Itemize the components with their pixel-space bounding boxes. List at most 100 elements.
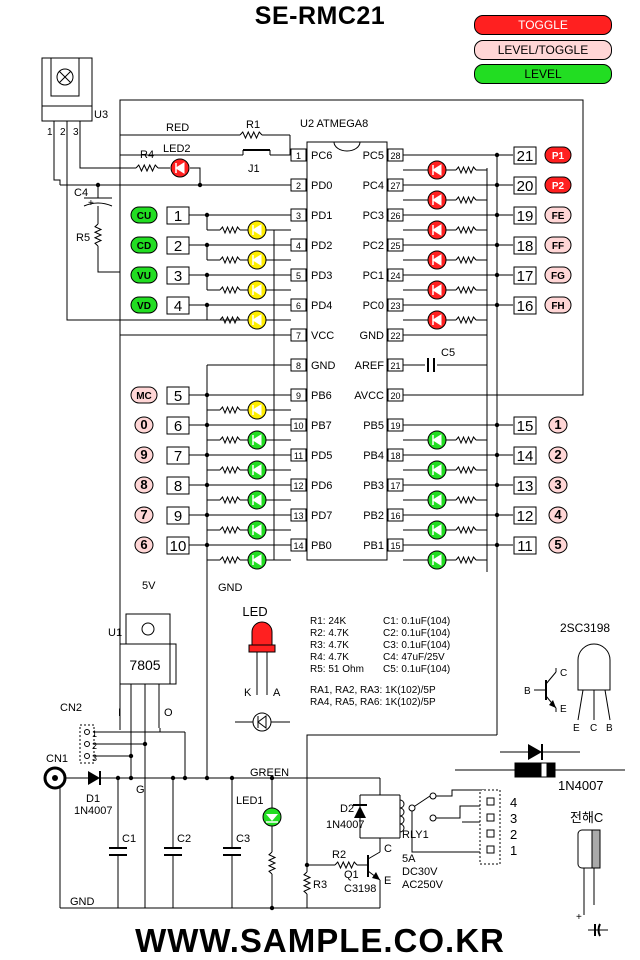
led-arrow xyxy=(252,254,262,266)
mcu-right-pin-num: 25 xyxy=(390,241,400,251)
junction-dot xyxy=(494,422,500,428)
badge-3-label: VU xyxy=(137,271,151,282)
channel-box-3 xyxy=(166,266,190,285)
badge-6 xyxy=(134,416,154,434)
led-arrow xyxy=(432,254,442,266)
led-resistor xyxy=(455,435,477,445)
led-arrow xyxy=(252,554,262,566)
channel-box-6-label: 6 xyxy=(174,418,182,435)
channel-box-8-label: 8 xyxy=(174,478,182,495)
diode-band xyxy=(540,762,548,778)
mcu-left-pin-num: 8 xyxy=(296,361,301,371)
u3-pin3-label: 3 xyxy=(73,127,79,138)
mcu-left-pin-box xyxy=(290,448,307,462)
c4-label: C4 xyxy=(74,187,88,199)
components xyxy=(41,57,611,937)
led-resistor xyxy=(455,315,477,325)
mcu-right-pin-box xyxy=(387,178,404,192)
mcu-right-pin-num: 23 xyxy=(390,301,400,311)
red-label: RED xyxy=(166,122,189,134)
tr-c: C xyxy=(560,668,567,679)
channel-box-14 xyxy=(513,446,537,465)
q1-label: Q1 xyxy=(344,869,359,881)
channel-box-4 xyxy=(166,296,190,315)
relay-pin xyxy=(486,829,495,838)
badge-r-13-label: 3 xyxy=(554,477,561,492)
channel-box-9 xyxy=(166,506,190,525)
badge-4 xyxy=(130,296,158,314)
led-resistor xyxy=(219,495,241,505)
cn1-jack xyxy=(52,775,58,781)
mcu-right-pin-name: PB1 xyxy=(363,540,384,552)
channel-box-20-label: 20 xyxy=(517,178,534,195)
mcu-right-pin-num: 22 xyxy=(390,331,400,341)
badge-4-label: VD xyxy=(137,301,151,312)
wire xyxy=(306,734,497,865)
wire xyxy=(367,851,381,860)
q1-e: E xyxy=(384,875,391,887)
junction-dot xyxy=(204,392,210,398)
channel-box-12-label: 12 xyxy=(517,508,534,525)
legend-level-toggle: LEVEL/TOGGLE xyxy=(474,40,612,60)
5v-label: 5V xyxy=(142,580,156,592)
r2-label: R2 xyxy=(332,849,346,861)
mcu-right-pin-name: PC3 xyxy=(363,210,384,222)
mcu-left-pin-num: 9 xyxy=(296,391,301,401)
led1-label: LED1 xyxy=(236,795,264,807)
tr-pin-e: E xyxy=(573,723,580,734)
green-label: GREEN xyxy=(250,767,289,779)
diode-part: 1N4007 xyxy=(558,778,604,793)
d1-part: 1N4007 xyxy=(74,805,113,817)
channel-box-2 xyxy=(166,236,190,255)
mcu-right-pin-name: AVCC xyxy=(354,390,384,402)
junction-dot xyxy=(95,182,101,188)
d1-diode xyxy=(88,771,100,785)
mcu-left-pin-box xyxy=(290,268,307,282)
mcu-right-pin-box xyxy=(387,268,404,282)
wire xyxy=(545,671,557,685)
mcu-left-pin-name: GND xyxy=(311,360,336,372)
led-arrow xyxy=(432,524,442,536)
relay-contact xyxy=(408,804,416,812)
badge-5 xyxy=(130,386,158,404)
badge-r-14 xyxy=(548,446,568,464)
channel-box-17 xyxy=(513,266,537,285)
mcu-left-pin-box xyxy=(290,538,307,552)
led-diagram-base xyxy=(248,644,276,653)
mcu-left-pin-box xyxy=(290,148,307,162)
u3-lens xyxy=(58,70,72,84)
relay-spec-a: 5A xyxy=(402,853,416,865)
led-arrow xyxy=(432,314,442,326)
mcu-left-pin-name: PD6 xyxy=(311,480,332,492)
cn2-pin-label: 3 xyxy=(92,753,97,763)
legend-toggle: TOGGLE xyxy=(474,15,612,35)
channel-box-17-label: 17 xyxy=(517,268,534,285)
mcu-left-pin-name: PD0 xyxy=(311,180,332,192)
parts-ra: RA1, RA2, RA3: 1K(102)/5P xyxy=(310,685,436,696)
channel-box-6 xyxy=(166,416,190,435)
junction-dot xyxy=(204,482,210,488)
c2-label: C2 xyxy=(177,833,191,845)
channel-box-8 xyxy=(166,476,190,495)
channel-box-19-label: 19 xyxy=(517,208,534,225)
led-arrow xyxy=(432,554,442,566)
badge-r-13 xyxy=(548,476,568,494)
mcu-right-pin-name: AREF xyxy=(355,360,385,372)
relay-contact xyxy=(429,814,437,822)
gnd-label: GND xyxy=(218,582,243,594)
junction-dot xyxy=(494,512,500,518)
badge-r-11-label: 5 xyxy=(554,537,561,552)
mcu-right-pin-num: 28 xyxy=(390,151,400,161)
badge-8 xyxy=(134,476,154,494)
junction-dot xyxy=(204,212,210,218)
relay-connector xyxy=(479,789,501,865)
channel-box-7 xyxy=(166,446,190,465)
led1-arrow xyxy=(266,814,278,821)
channel-box-11-label: 11 xyxy=(517,538,533,555)
wire xyxy=(577,689,584,721)
badge-r-20-label: P2 xyxy=(552,181,565,192)
led-resistor xyxy=(219,255,241,265)
c4-plate xyxy=(83,202,113,207)
